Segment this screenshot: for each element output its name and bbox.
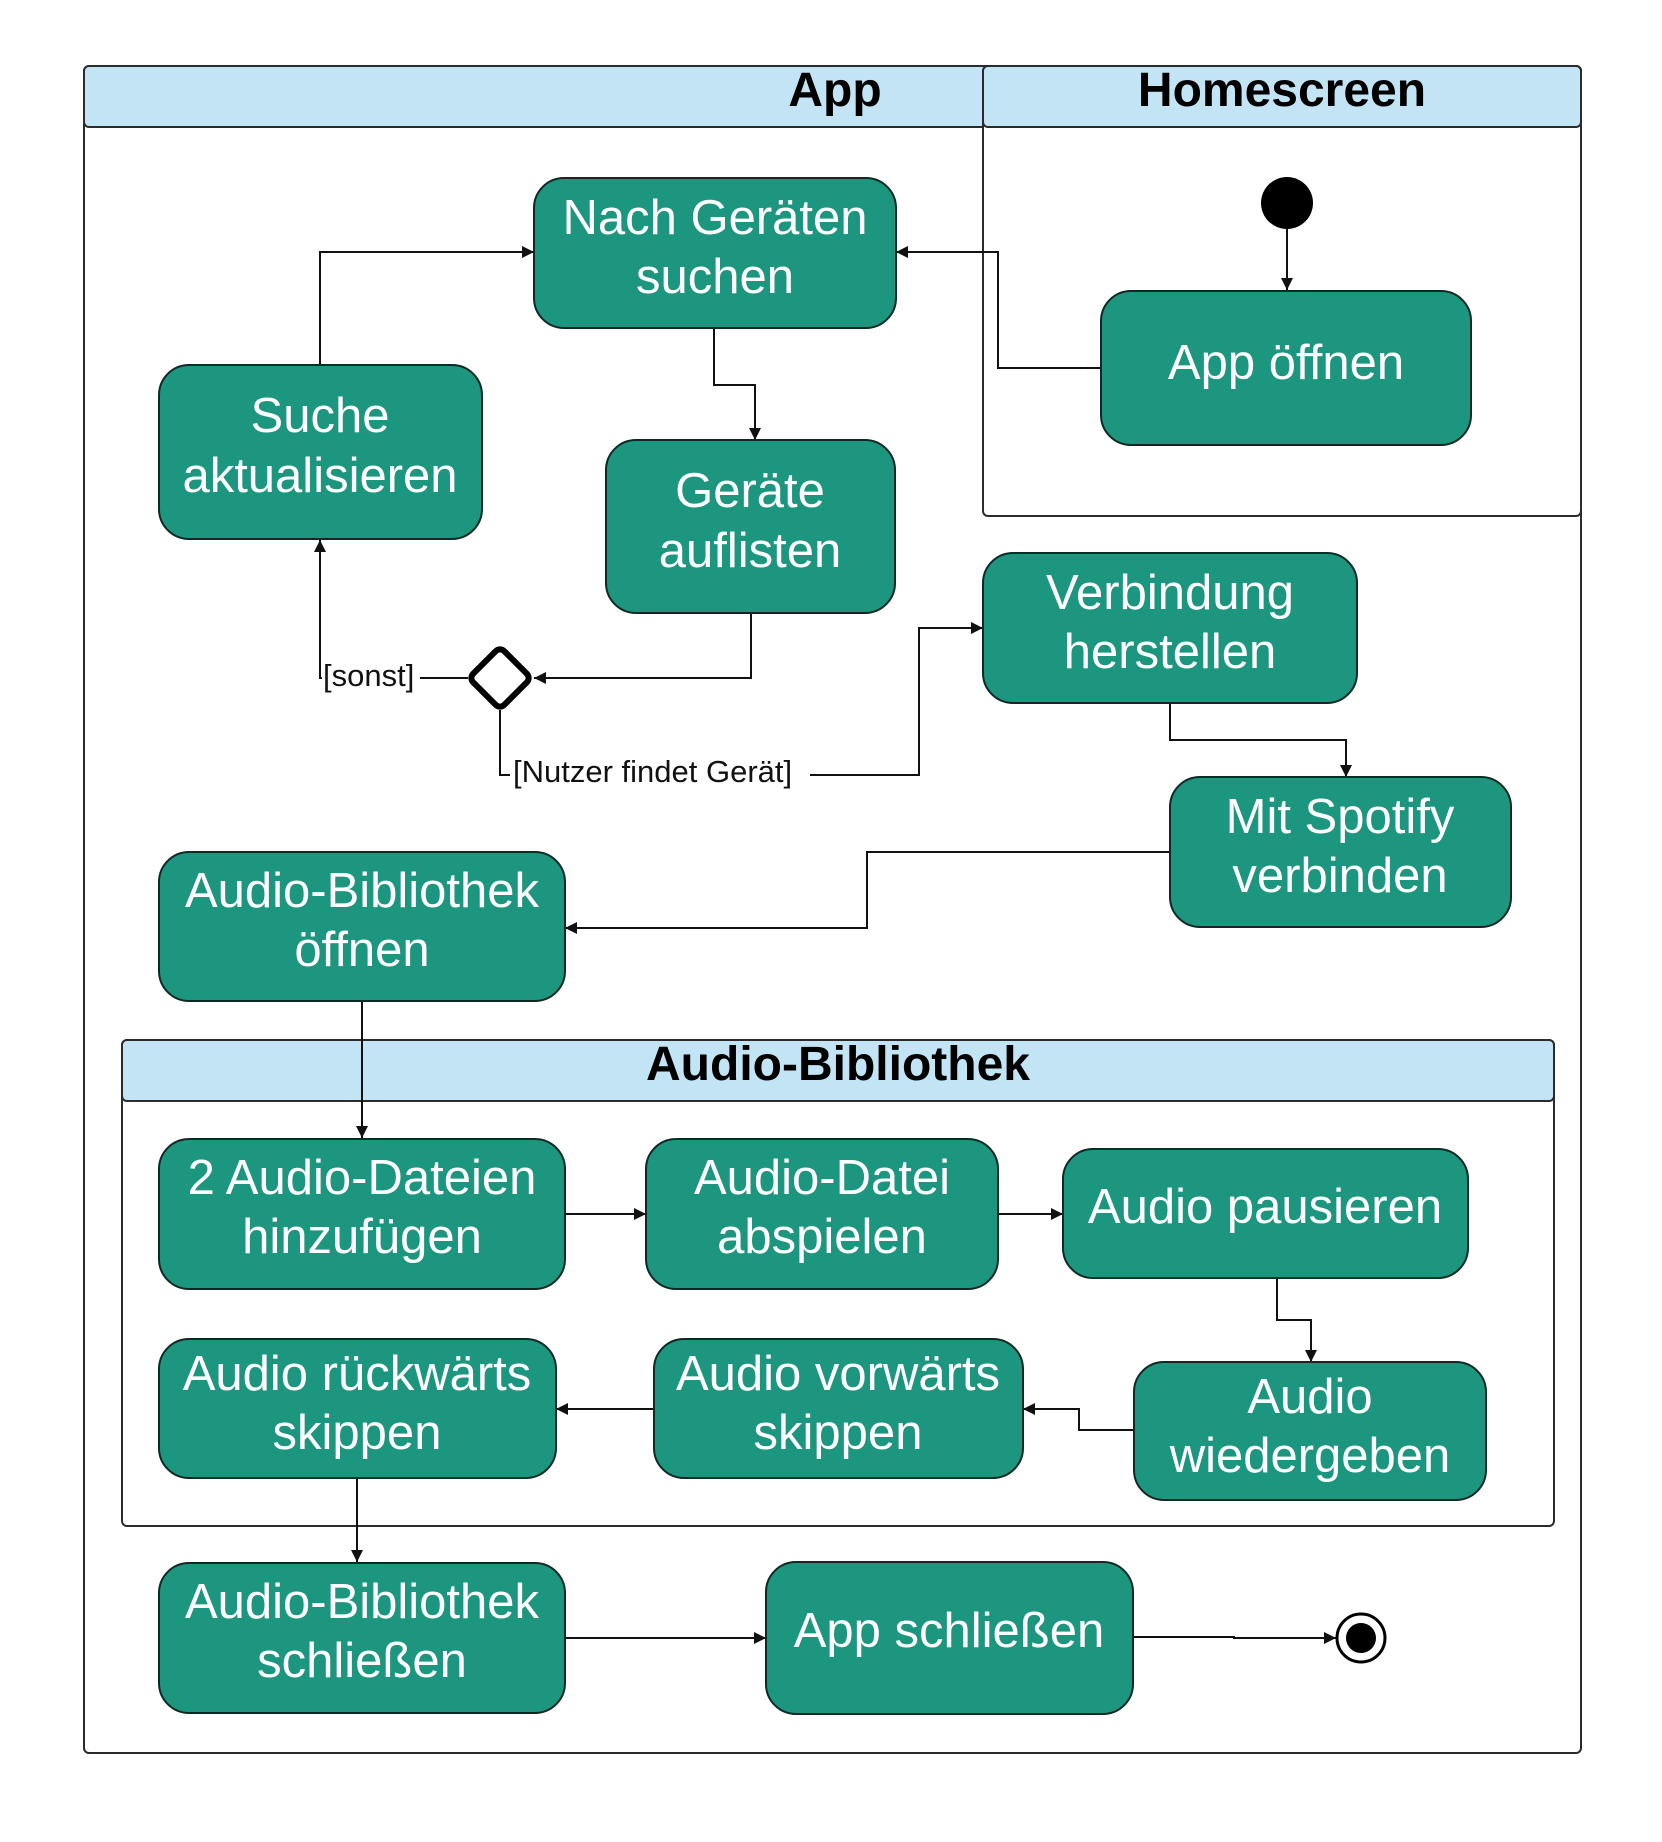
action-list-devices-line1: Geräte bbox=[675, 464, 825, 518]
action-skip-backward: Audio rückwärts skippen bbox=[158, 1338, 557, 1479]
action-close-library-line1: Audio-Bibliothek bbox=[185, 1575, 540, 1629]
action-app-open: App öffnen bbox=[1100, 290, 1472, 446]
edge-connect-to-spotify bbox=[1169, 702, 1352, 777]
edge-list-to-decision bbox=[534, 613, 752, 684]
action-connect-line2: herstellen bbox=[1064, 625, 1276, 679]
homescreen-header-title: Homescreen bbox=[1138, 64, 1426, 117]
action-resume-line1: Audio bbox=[1247, 1370, 1372, 1424]
action-add-files-line1: 2 Audio-Dateien bbox=[188, 1151, 537, 1205]
guard-otherwise: [sonst] bbox=[323, 658, 414, 693]
action-app-open-line1: App öffnen bbox=[1168, 336, 1404, 390]
edge-pause-to-resume bbox=[1276, 1278, 1317, 1362]
action-spotify: Mit Spotify verbinden bbox=[1169, 776, 1512, 928]
action-refresh-search: Suche aktualisieren bbox=[158, 364, 483, 540]
action-pause: Audio pausieren bbox=[1062, 1148, 1469, 1279]
audio-library-header bbox=[121, 1039, 1555, 1102]
app-header-title: App bbox=[788, 64, 881, 117]
action-list-devices-line2: auflisten bbox=[659, 524, 842, 578]
audio-library-header-title: Audio-Bibliothek bbox=[646, 1038, 1030, 1091]
action-play-file: Audio-Datei abspielen bbox=[645, 1138, 999, 1290]
action-pause-line1: Audio pausieren bbox=[1088, 1180, 1442, 1234]
action-open-library-line1: Audio-Bibliothek bbox=[185, 864, 540, 918]
action-search-devices: Nach Geräten suchen bbox=[533, 177, 897, 329]
edge-spotify-to-library bbox=[565, 851, 1170, 934]
action-connect-line1: Verbindung bbox=[1046, 566, 1294, 620]
edge-app-open-to-search bbox=[896, 246, 1101, 369]
action-skip-forward-line1: Audio vorwärts bbox=[676, 1347, 1000, 1401]
initial-node bbox=[1261, 177, 1313, 229]
action-close-app-line1: App schließen bbox=[794, 1604, 1105, 1658]
action-skip-forward: Audio vorwärts skippen bbox=[653, 1338, 1024, 1479]
action-play-file-line1: Audio-Datei bbox=[694, 1151, 950, 1205]
action-open-library: Audio-Bibliothek öffnen bbox=[158, 851, 566, 1002]
action-spotify-line1: Mit Spotify bbox=[1226, 790, 1455, 844]
action-close-app: App schließen bbox=[765, 1561, 1134, 1715]
action-close-library: Audio-Bibliothek schließen bbox=[158, 1562, 566, 1714]
action-search-devices-line1: Nach Geräten bbox=[562, 191, 867, 245]
decision-node bbox=[468, 646, 532, 710]
action-list-devices: Geräte auflisten bbox=[605, 439, 896, 614]
action-refresh-search-line2: aktualisieren bbox=[182, 449, 457, 503]
guard-device-found: [Nutzer findet Gerät] bbox=[513, 754, 792, 789]
edges bbox=[314, 224, 1352, 1644]
action-skip-backward-line2: skippen bbox=[273, 1406, 442, 1460]
edge-resume-to-forward bbox=[1023, 1403, 1134, 1431]
edge-close-app-to-end bbox=[1133, 1632, 1336, 1644]
action-skip-forward-line2: skippen bbox=[754, 1406, 923, 1460]
edge-decision-device-found bbox=[499, 622, 983, 776]
action-search-devices-line2: suchen bbox=[636, 250, 794, 304]
action-open-library-line2: öffnen bbox=[294, 923, 429, 977]
action-add-files: 2 Audio-Dateien hinzufügen bbox=[158, 1138, 566, 1290]
edge-refresh-to-search bbox=[319, 246, 534, 364]
action-refresh-search-line1: Suche bbox=[251, 389, 390, 443]
action-spotify-line2: verbinden bbox=[1232, 849, 1447, 903]
action-close-library-line2: schließen bbox=[257, 1634, 467, 1688]
final-node bbox=[1335, 1612, 1387, 1664]
edge-search-to-list bbox=[713, 328, 761, 440]
homescreen-header bbox=[982, 65, 1582, 128]
action-resume-line2: wiedergeben bbox=[1169, 1429, 1451, 1483]
action-play-file-line2: abspielen bbox=[717, 1210, 927, 1264]
action-skip-backward-line1: Audio rückwärts bbox=[183, 1347, 532, 1401]
action-resume: Audio wiedergeben bbox=[1133, 1361, 1487, 1501]
action-add-files-line2: hinzufügen bbox=[242, 1210, 482, 1264]
action-connect: Verbindung herstellen bbox=[982, 552, 1358, 704]
